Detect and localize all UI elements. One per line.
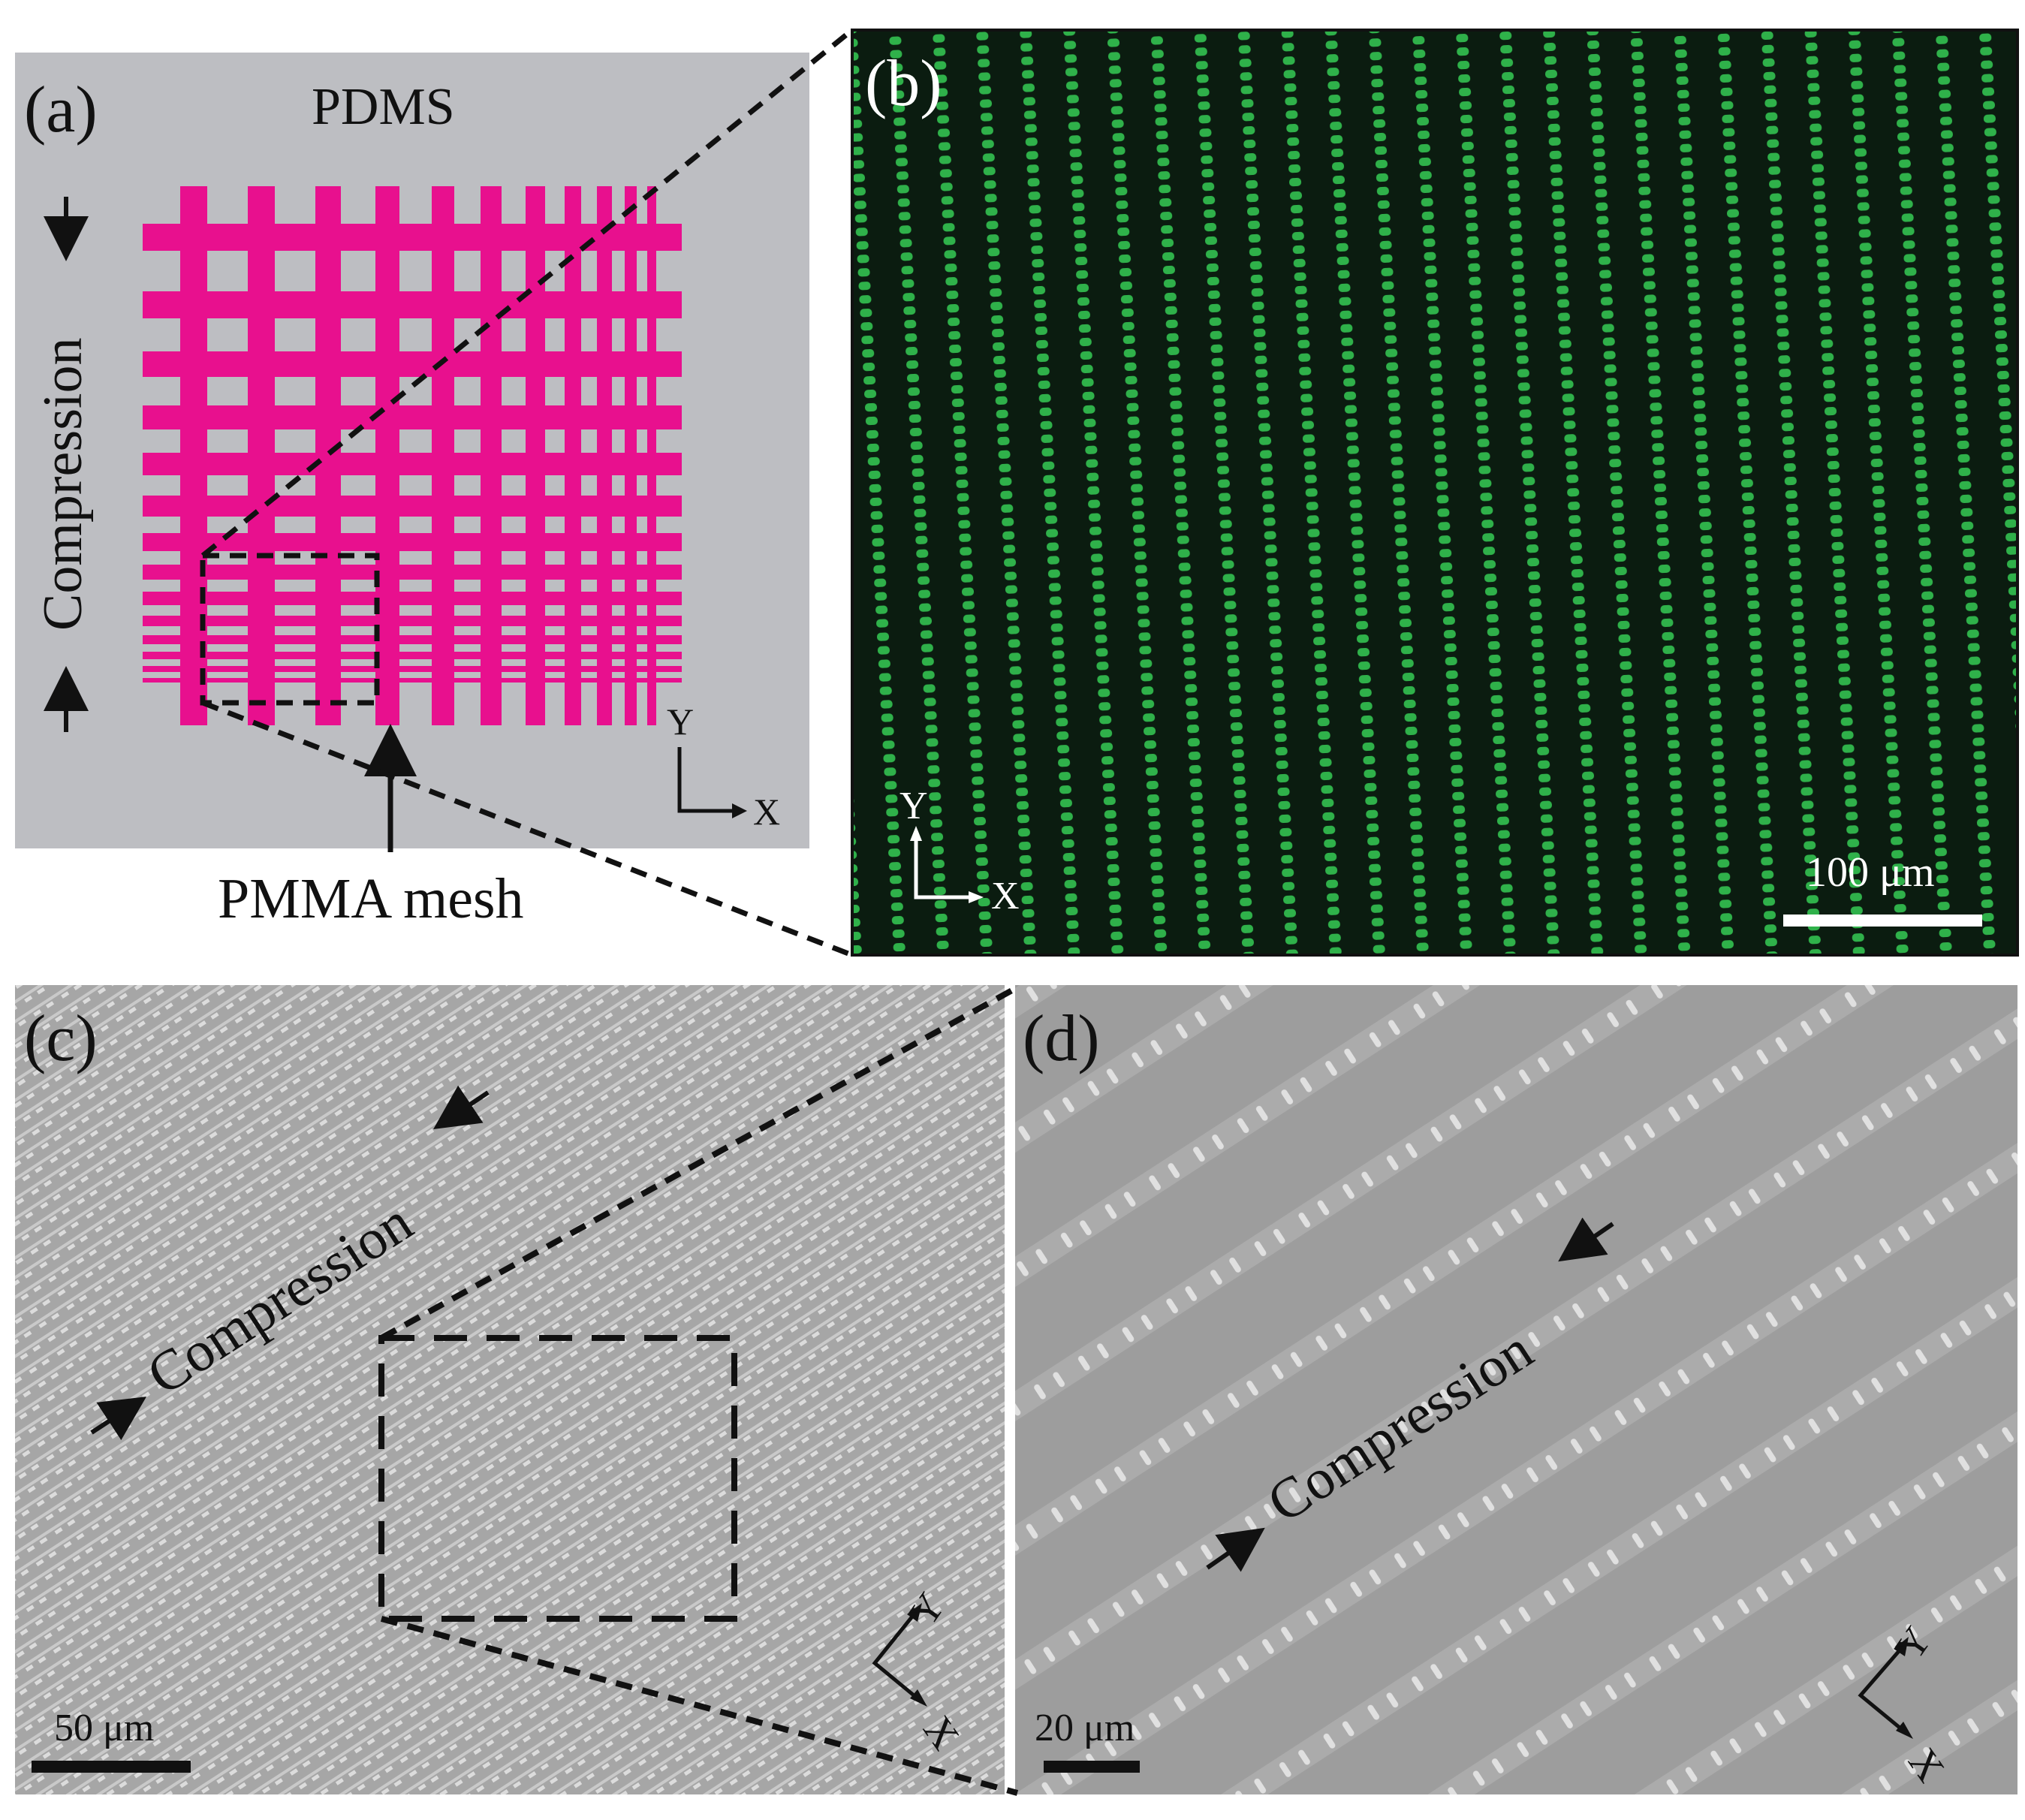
compression-label-a: Compression (32, 337, 94, 631)
scale-bar-label-d: 20 μm (1035, 1707, 1135, 1749)
panel-b-image (852, 30, 2017, 955)
zoom-line-a-b-bottom (201, 700, 854, 958)
panel-c-image (15, 985, 1005, 1794)
panel-d: (d) Compression Y X 20 μm (1015, 985, 2017, 1794)
panel-a-background (15, 53, 809, 848)
scale-bar-label-b: 100 μm (1806, 849, 1935, 896)
panel-d-label: (d) (1023, 1002, 1100, 1075)
axis-x-label-a: X (753, 791, 780, 833)
scale-bar-c: 50 μm (32, 1707, 191, 1773)
mesh-label: PMMA mesh (218, 867, 524, 930)
panel-a-label: (a) (24, 74, 98, 146)
axes-indicator-a: Y X (667, 701, 780, 833)
zoom-region-box (200, 553, 380, 706)
axis-y-label-a: Y (667, 701, 694, 743)
zoom-line-a-b-top (200, 28, 854, 558)
axis-y-label-b: Y (899, 785, 928, 827)
panel-b-label: (b) (865, 47, 942, 120)
pmma-mesh (143, 186, 682, 725)
panel-a-material-label: PDMS (312, 78, 455, 136)
panel-b: (b) Y X 100 μm (851, 29, 2019, 957)
compression-indicator-a: Compression (32, 197, 94, 732)
panel-c: (c) Compression Y X 50 μm (15, 985, 1005, 1794)
axis-x-label-b: X (991, 875, 1020, 918)
scale-bar-d: 20 μm (1035, 1707, 1140, 1773)
scale-bar-b: 100 μm (1783, 849, 1982, 927)
zoom-line-c-d-bottom (380, 1616, 1019, 1796)
panel-d-image (1015, 985, 2017, 1794)
panel-divider (1005, 985, 1015, 1794)
axes-indicator-b: Y X (899, 785, 1020, 918)
zoom-region-box-c (378, 1335, 737, 1622)
panel-a: (a) PDMS (15, 53, 809, 930)
panel-c-label: (c) (24, 1002, 98, 1075)
scale-bar-label-c: 50 μm (54, 1707, 154, 1749)
zoom-line-c-d-top (380, 984, 1019, 1341)
